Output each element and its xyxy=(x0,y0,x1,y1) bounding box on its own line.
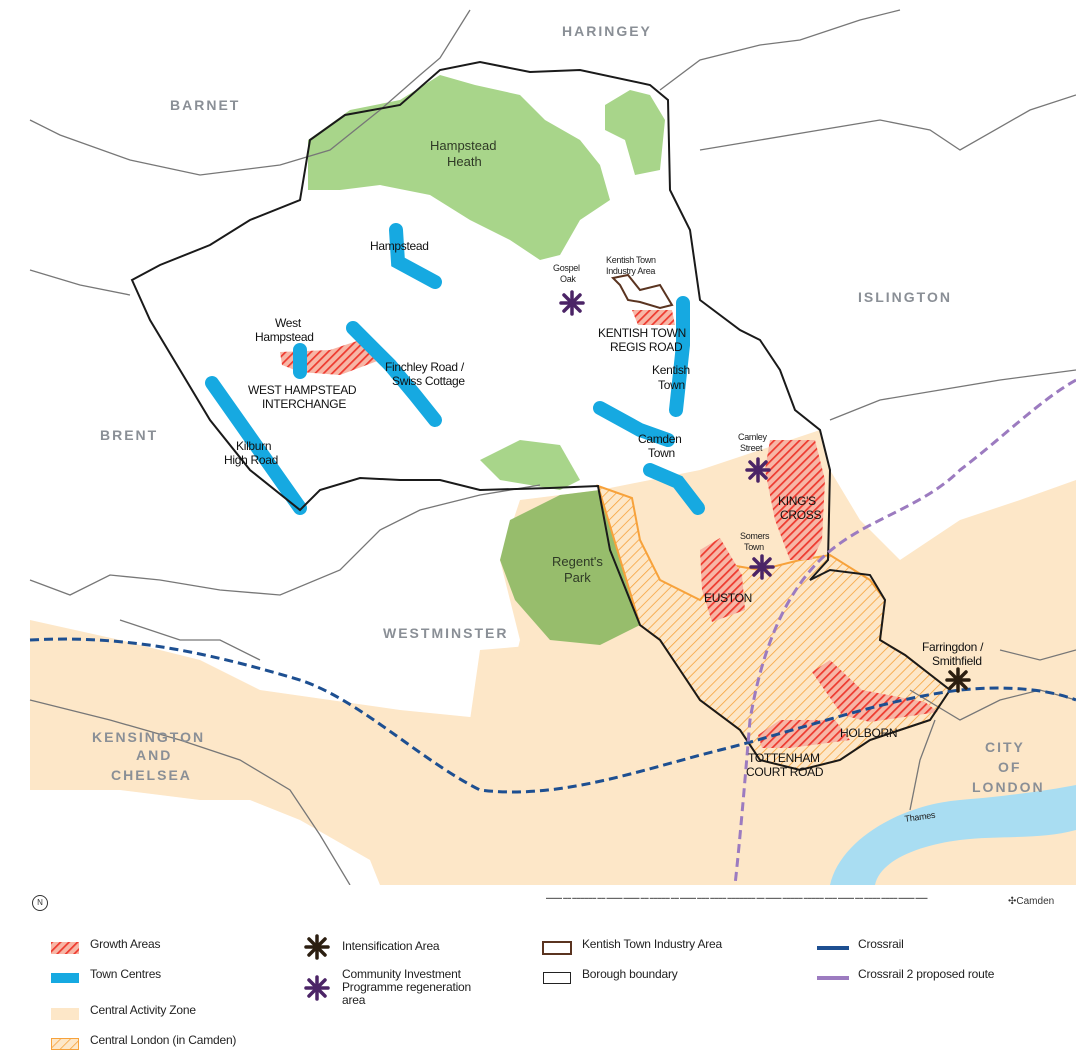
regeneration-somers-town-icon xyxy=(749,554,775,580)
growth-areas-swatch xyxy=(51,942,79,954)
label-westminster: WESTMINSTER xyxy=(383,625,508,641)
svg-text:COURT ROAD: COURT ROAD xyxy=(746,765,824,779)
label-farringdon: Farringdon / xyxy=(922,640,984,654)
growth-area-euston xyxy=(700,538,745,622)
svg-text:OF: OF xyxy=(998,759,1021,775)
svg-text:CROSS: CROSS xyxy=(780,508,821,522)
camden-logo-icon: ✣ xyxy=(1008,896,1017,907)
svg-text:Oak: Oak xyxy=(560,274,576,284)
regeneration-gospel-oak-icon xyxy=(559,290,585,316)
borough-map: Thames xyxy=(29,9,1076,885)
intensification-icon xyxy=(304,934,330,960)
label-hampstead: Hampstead xyxy=(370,239,429,253)
hampstead-heath xyxy=(308,75,610,260)
crossrail-2-line xyxy=(733,378,1076,885)
growth-area-holborn xyxy=(812,660,938,722)
regeneration-camley-street-icon xyxy=(745,457,771,483)
svg-text:High Road: High Road xyxy=(224,453,278,467)
thames-river xyxy=(830,785,1076,885)
svg-text:Smithfield: Smithfield xyxy=(932,654,982,668)
legend-central-london: Central London (in Camden) xyxy=(40,1034,236,1054)
outer-boundaries xyxy=(29,9,1076,885)
growth-area-tottenham-court-road xyxy=(758,720,850,748)
crossrail-line xyxy=(29,637,1076,794)
label-gospel-oak: Gospel xyxy=(553,263,580,273)
svg-text:REGIS ROAD: REGIS ROAD xyxy=(610,340,683,354)
svg-text:INTERCHANGE: INTERCHANGE xyxy=(262,397,346,411)
label-barnet: BARNET xyxy=(170,97,240,113)
central-london-swatch xyxy=(51,1038,79,1050)
legend-growth-areas: Growth Areas xyxy=(40,938,161,958)
label-islington: ISLINGTON xyxy=(858,289,952,305)
caz-swatch xyxy=(51,1008,79,1020)
legend-crossrail-2: Crossrail 2 proposed route xyxy=(808,968,994,988)
legend-industry-area: Kentish Town Industry Area xyxy=(532,938,722,958)
growth-area-kings-cross xyxy=(765,440,825,560)
borough-boundary-swatch xyxy=(543,972,571,984)
legend-intensification: Intensification Area xyxy=(292,934,440,960)
svg-text:AND: AND xyxy=(136,747,172,763)
industry-area-swatch xyxy=(542,941,572,955)
legend-community-investment: Community Investment Programme regenerat… xyxy=(292,968,471,1008)
svg-text:Town: Town xyxy=(744,542,764,552)
label-kensington: KENSINGTON xyxy=(92,729,205,745)
label-west-hampstead-interchange: WEST HAMPSTEAD xyxy=(248,383,357,397)
label-kentish-town-industry: Kentish Town xyxy=(606,255,656,265)
town-centres-swatch xyxy=(51,973,79,983)
regeneration-icon xyxy=(304,975,330,1001)
label-kings-cross: KING'S xyxy=(778,494,816,508)
copyright-notice: ▬▬▬▬ ▬▬ ▬▬▬▬▬▬ ▬▬ ▬▬▬▬ ▬▬▬▬ ▬▬ ▬▬▬▬▬ ▬▬ … xyxy=(546,895,928,900)
kentish-town-industry-area xyxy=(610,273,674,310)
svg-text:Swiss Cottage: Swiss Cottage xyxy=(392,374,465,388)
svg-text:CHELSEA: CHELSEA xyxy=(111,767,192,783)
label-kentish-town: Kentish xyxy=(652,363,690,377)
legend-crossrail: Crossrail xyxy=(808,938,904,958)
label-camden-town: Camden xyxy=(638,432,682,446)
label-west-hampstead: West xyxy=(275,316,302,330)
svg-text:Thames: Thames xyxy=(904,810,937,824)
svg-text:Town: Town xyxy=(658,378,685,392)
svg-text:Street: Street xyxy=(740,443,763,453)
label-haringey: HARINGEY xyxy=(562,23,652,39)
legend-central-activity-zone: Central Activity Zone xyxy=(40,1004,196,1024)
legend-borough-boundary: Borough boundary xyxy=(532,968,678,988)
crossrail-swatch xyxy=(817,946,849,950)
growth-area-kentish-town-regis-road xyxy=(632,310,675,325)
label-hampstead-heath: Hampstead xyxy=(430,138,496,153)
town-centres xyxy=(205,223,705,515)
north-arrow-icon: N xyxy=(32,895,48,911)
svg-text:Hampstead: Hampstead xyxy=(255,330,314,344)
label-finchley-road: Finchley Road / xyxy=(385,360,465,374)
svg-text:Park: Park xyxy=(564,570,591,585)
label-regents-park: Regent's xyxy=(552,554,603,569)
label-euston: EUSTON xyxy=(704,591,752,605)
intensification-farringdon-icon xyxy=(945,667,971,693)
svg-text:Industry Area: Industry Area xyxy=(606,266,655,276)
svg-text:LONDON: LONDON xyxy=(972,779,1045,795)
svg-text:Town: Town xyxy=(648,446,675,460)
camden-logo: ✣Camden xyxy=(1008,896,1055,907)
label-holborn: HOLBORN xyxy=(840,726,897,740)
label-somers-town: Somers xyxy=(740,531,770,541)
label-city-of-london: CITY xyxy=(985,739,1025,755)
svg-text:Heath: Heath xyxy=(447,154,482,169)
camden-borough-boundary xyxy=(130,60,952,772)
legend-town-centres: Town Centres xyxy=(40,968,161,988)
map-legend: Growth Areas Town Centres Central Activi… xyxy=(0,930,1076,1056)
label-brent: BRENT xyxy=(100,427,158,443)
label-kilburn: Kilburn xyxy=(236,439,271,453)
crossrail-2-swatch xyxy=(817,976,849,980)
label-camley-street: Camley xyxy=(738,432,768,442)
label-kentish-town-regis-road: KENTISH TOWN xyxy=(598,326,686,340)
label-tottenham-court-road: TOTTENHAM xyxy=(748,751,820,765)
